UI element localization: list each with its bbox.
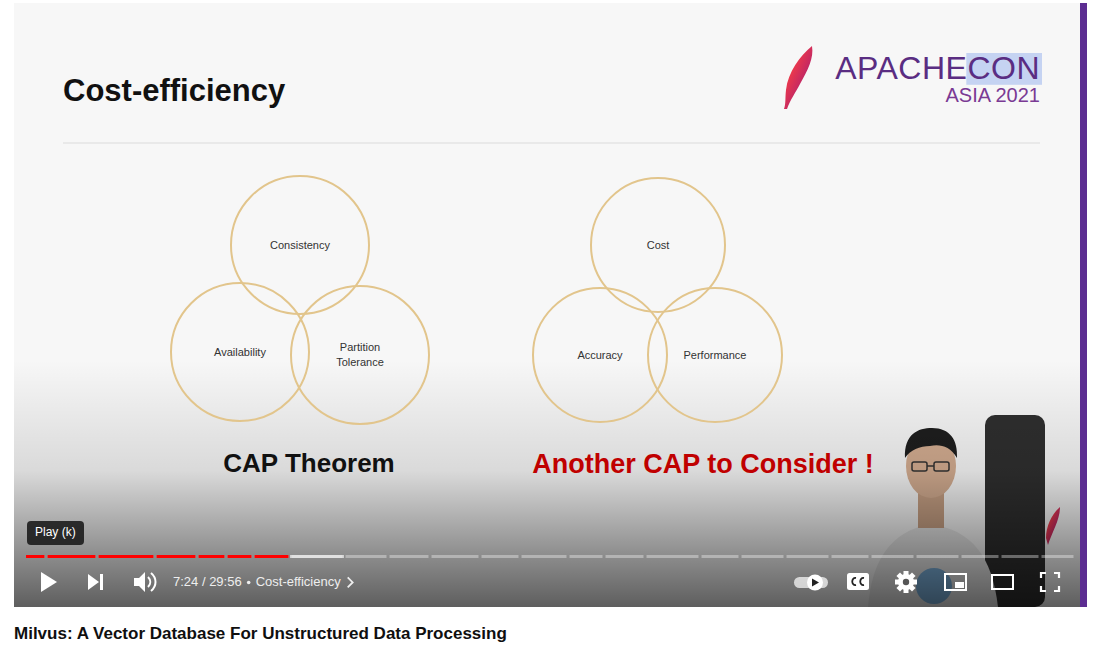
progress-bar: [26, 555, 1074, 558]
circle-label: Cost: [647, 238, 670, 253]
volume-icon: [134, 572, 156, 592]
title-rule: [63, 142, 1040, 144]
circle-label: Availability: [214, 345, 266, 360]
venn-circle: Cost: [590, 177, 726, 313]
circle-label: Performance: [684, 348, 747, 363]
slide-background: [14, 3, 1087, 607]
autoplay-toggle: [794, 575, 828, 591]
settings-icon: [895, 571, 917, 593]
conference-year: ASIA 2021: [945, 84, 1040, 107]
diagram-caption: Another CAP to Consider !: [532, 449, 874, 480]
play-icon: [41, 572, 57, 592]
slide-edge-strip: [1080, 3, 1087, 607]
time-display: 7:24 / 29:56: [173, 575, 242, 590]
tooltip: Play (k): [27, 521, 84, 545]
circle-label: Consistency: [270, 238, 330, 253]
slide-title: Cost-efficiency: [63, 73, 285, 109]
next-icon: [88, 574, 103, 590]
apache-feather-logo: [784, 46, 812, 109]
miniplayer-icon: [945, 574, 966, 590]
conference-logo-text: APACHECON: [835, 50, 1040, 87]
venn-circle: Partition Tolerance: [290, 285, 430, 425]
video-title: Milvus: A Vector Database For Unstructur…: [14, 624, 507, 644]
venn-circle: Availability: [170, 282, 310, 422]
circle-label: Partition Tolerance: [324, 340, 396, 370]
theater-icon: [992, 575, 1013, 589]
circle-outline: [290, 285, 430, 425]
venn-circle: Consistency: [230, 175, 370, 315]
captions-icon: [847, 573, 869, 590]
chapter-name: Cost-efficiency: [256, 575, 341, 590]
circle-label: Accuracy: [577, 348, 622, 363]
venn-circle: Performance: [647, 287, 783, 423]
fullscreen-icon: [1041, 573, 1059, 591]
diagram-caption: CAP Theorem: [223, 449, 394, 479]
